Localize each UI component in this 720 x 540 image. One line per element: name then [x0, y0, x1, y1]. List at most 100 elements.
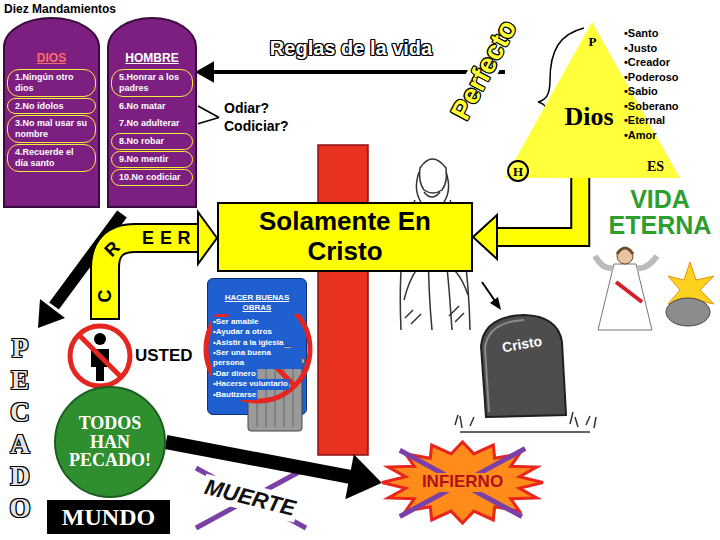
- you-label: USTED: [135, 346, 193, 366]
- node-text: •Dar dinero: [212, 369, 257, 379]
- connector-line: [166, 442, 359, 479]
- sketch-shading: [405, 306, 464, 324]
- sash: [616, 282, 642, 302]
- sin-arrow: [166, 442, 380, 498]
- sketch-hair: [416, 172, 448, 202]
- node-text: INFIERNO: [419, 473, 506, 492]
- diagram-title: Diez Mandamientos: [4, 2, 116, 16]
- believe-arrow: [105, 212, 217, 320]
- tablet-outline: [108, 18, 196, 207]
- node-text: H: [513, 165, 523, 178]
- node-text: 10.No codiciar: [111, 169, 193, 186]
- arrow-letter: R: [178, 229, 191, 247]
- arrowhead: [473, 215, 497, 259]
- robe: [598, 264, 652, 330]
- tablet-outline: [4, 18, 99, 207]
- cross-line: [196, 466, 310, 528]
- node-text: 8.No robar: [111, 133, 193, 150]
- attribute-item: •Sabio: [624, 85, 658, 97]
- node-text: 6.No matar: [111, 98, 193, 115]
- bracket-line: [198, 118, 219, 124]
- arrow-letter: E: [160, 229, 172, 247]
- triangle-outline: [505, 22, 680, 178]
- attribute-item: •Justo: [624, 42, 657, 54]
- connector-line: [490, 178, 580, 237]
- node-heading: HOMBRE: [111, 51, 193, 65]
- trash-rib: [293, 367, 294, 427]
- arrowhead: [347, 456, 380, 497]
- arrow-letter: C: [96, 290, 114, 303]
- node-text: P: [589, 34, 597, 50]
- sin-letter: P: [12, 335, 29, 362]
- rules-arrow: [197, 63, 505, 81]
- node-text: 4.Recuerde el día santo: [7, 144, 96, 172]
- node-text: •Ayudar a otros: [212, 327, 273, 337]
- arrowhead: [38, 299, 65, 328]
- node-text: Solamente En Cristo: [247, 207, 443, 267]
- connector-line: [208, 70, 505, 74]
- bracket-lines: [198, 106, 219, 124]
- man-circle: H: [507, 160, 529, 182]
- prohibition-circle: [70, 326, 130, 386]
- good-works-scroll: HACER BUENAS OBRAS •Ser amable•Ayudar a o…: [207, 278, 307, 415]
- node-text: MUNDO: [62, 505, 155, 529]
- node-text: Dios: [564, 102, 613, 132]
- commandment-tablet: DIOS1.Ningún otro dios2.No ídolos3.No ma…: [3, 17, 100, 208]
- trash-rib: [266, 367, 267, 427]
- node-text: •Bautizarse: [212, 390, 257, 400]
- node-text: 7.No adulterar: [111, 115, 193, 132]
- sin-letter: C: [10, 399, 30, 426]
- cross-line: [400, 449, 525, 517]
- tombstone-highlight: [485, 320, 524, 412]
- node-text: 1.Ningún otro dios: [7, 69, 96, 97]
- tombstone-node: Cristo: [478, 312, 566, 417]
- bracket-line: [198, 106, 219, 118]
- node-heading: HACER BUENAS OBRAS: [212, 293, 302, 314]
- sin-letter: D: [10, 463, 30, 490]
- attribute-item: •Soberano: [624, 100, 679, 112]
- hair: [617, 248, 633, 254]
- arrowhead: [197, 63, 213, 81]
- prohibition-slash: [79, 335, 121, 377]
- red-bar: [318, 145, 368, 455]
- world-box: MUNDO: [47, 500, 170, 534]
- attribute-item: •Poderoso: [624, 71, 679, 83]
- arrow-shaft: [482, 282, 495, 301]
- attribute-item: •Santo: [624, 27, 658, 39]
- arrowhead: [198, 212, 217, 264]
- sin-letter: O: [9, 495, 30, 522]
- starburst: [382, 442, 543, 523]
- node-text: •Ser una buena persona: [212, 348, 302, 369]
- tombstone: [481, 315, 566, 417]
- arrow-letter: E: [142, 229, 154, 247]
- no-you-sign: [70, 326, 130, 386]
- sin-letter: A: [10, 431, 30, 458]
- tomb-stone: [666, 298, 710, 326]
- person-head: [94, 333, 106, 345]
- christ-box: Solamente En Cristo: [217, 202, 473, 272]
- commandment-tablet-shape: [3, 17, 100, 208]
- risen-jesus: [595, 248, 714, 330]
- head: [617, 248, 633, 264]
- arrowhead: [490, 297, 501, 310]
- pointer-arrow: [482, 282, 501, 310]
- node-text: •Hacerse voluntario: [212, 379, 289, 389]
- hell-burst: INFIERNO: [380, 440, 545, 525]
- node-text: 3.No mal usar su nombre: [7, 115, 96, 143]
- sin-letter: E: [11, 367, 29, 394]
- sketch-beard: [424, 192, 440, 197]
- sin-circle: TODOS HAN PECADO!: [54, 386, 166, 498]
- node-text: 5.Honrar a los padres: [111, 69, 193, 97]
- node-text: ES: [647, 159, 664, 175]
- sketch-head: [420, 159, 447, 193]
- node-text: •Asistir a la iglesia: [212, 338, 284, 348]
- connector-outline: [490, 178, 580, 237]
- grace-arrow: [473, 178, 580, 259]
- node-text: •Ser amable: [212, 317, 260, 327]
- note: Odiar? Codiciar?: [224, 100, 319, 135]
- attribute-item: •Creador: [624, 56, 670, 68]
- circle-outline: [55, 387, 165, 497]
- node-text: 2.No ídolos: [7, 98, 96, 115]
- circle-outline: [508, 161, 528, 181]
- node-text: 9.No mentir: [111, 151, 193, 168]
